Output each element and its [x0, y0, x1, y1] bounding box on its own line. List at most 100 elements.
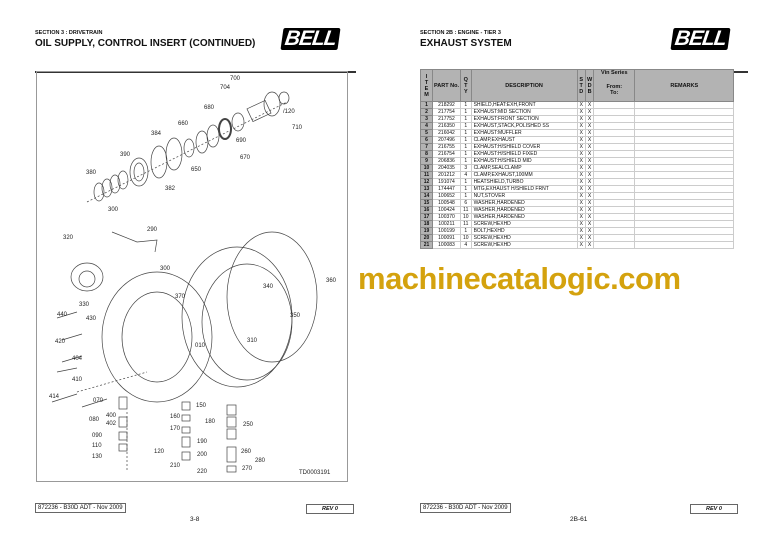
part-callout: 414: [49, 394, 60, 400]
part-callout: 170: [170, 426, 181, 432]
cell-wdb: X: [584, 108, 595, 116]
cell-desc: SHIELD,HEAT:EXH,FRONT: [470, 101, 578, 109]
bell-logo: BELL: [280, 27, 341, 50]
part-callout: 440: [57, 312, 68, 318]
cell-item: 16: [420, 206, 433, 214]
cell-qty: 1: [460, 192, 472, 200]
cell-item: 19: [420, 227, 433, 235]
cell-empty: [593, 115, 636, 123]
cell-empty: [593, 101, 636, 109]
part-callout: 670: [240, 155, 251, 161]
part-callout: 150: [196, 403, 207, 409]
cell-wdb: X: [584, 234, 595, 242]
col-vin-series: Vin Series From: To:: [593, 69, 636, 102]
part-callout: 370: [175, 294, 186, 300]
cell-part: 100091: [432, 234, 461, 242]
cell-desc: EXHAUST:FRONT SECTION: [470, 115, 578, 123]
cell-empty: [593, 227, 636, 235]
cell-empty: [634, 234, 735, 242]
cell-std: X: [576, 101, 586, 109]
cell-std: X: [576, 157, 586, 165]
part-callout: /120: [283, 109, 295, 115]
cell-empty: [593, 122, 636, 130]
cell-part: 100652: [432, 192, 461, 200]
cell-item: 6: [420, 136, 433, 144]
part-callout: 410: [72, 377, 83, 383]
cell-wdb: X: [584, 129, 595, 137]
drawing-reference: TD0003191: [299, 470, 331, 476]
cell-std: X: [576, 136, 586, 144]
cell-empty: [593, 171, 636, 179]
cell-empty: [593, 241, 636, 249]
part-callout: 270: [242, 466, 253, 472]
cell-qty: 10: [460, 234, 472, 242]
part-callout: 680: [204, 105, 215, 111]
cell-desc: EXHAUST,STACK,POLISHED SS: [470, 122, 578, 130]
page-title: EXHAUST SYSTEM: [420, 38, 512, 49]
part-callout: 210: [170, 463, 181, 469]
cell-qty: 1: [460, 150, 472, 158]
cell-desc: MTG,EXHAUST H/SHIELD FRNT: [470, 185, 578, 193]
cell-desc: EXHAUST:H/SHIELD COVER: [470, 143, 578, 151]
cell-item: 20: [420, 234, 433, 242]
cell-part: 216755: [432, 143, 461, 151]
cell-item: 12: [420, 178, 433, 186]
cell-std: X: [576, 213, 586, 221]
cell-wdb: X: [584, 122, 595, 130]
part-callout: 090: [92, 433, 103, 439]
part-callout: 400: [106, 413, 117, 419]
cell-std: X: [576, 199, 586, 207]
footer-document-id: 872236 - B30D ADT - Nov 2009: [35, 503, 126, 513]
cell-std: X: [576, 206, 586, 214]
revision-badge: REV 0: [306, 504, 354, 514]
cell-desc: NUT,STOVER: [470, 192, 578, 200]
cell-wdb: X: [584, 136, 595, 144]
cell-item: 4: [420, 122, 433, 130]
cell-empty: [593, 143, 636, 151]
cell-part: 206836: [432, 157, 461, 165]
cell-wdb: X: [584, 150, 595, 158]
cell-empty: [593, 213, 636, 221]
col-std: S T D: [576, 69, 586, 102]
part-callout: 280: [255, 458, 266, 464]
cell-empty: [634, 192, 735, 200]
cell-part: 100211: [432, 220, 461, 228]
part-callout: 402: [106, 421, 117, 427]
part-callout: 390: [120, 152, 131, 158]
watermark: machinecatalogic.com: [358, 261, 681, 296]
cell-part: 100370: [432, 213, 461, 221]
cell-empty: [634, 150, 735, 158]
cell-empty: [634, 178, 735, 186]
diagram-drawing: [51, 91, 318, 473]
cell-part: 217752: [432, 115, 461, 123]
cell-empty: [593, 136, 636, 144]
cell-empty: [634, 164, 735, 172]
cell-empty: [593, 185, 636, 193]
cell-part: 100199: [432, 227, 461, 235]
cell-empty: [634, 171, 735, 179]
part-callout: 120: [154, 449, 165, 455]
cell-empty: [634, 199, 735, 207]
part-callout: 110: [92, 443, 102, 449]
cell-desc: HEATSHIELD,TURBO: [470, 178, 578, 186]
cell-empty: [634, 206, 735, 214]
cell-wdb: X: [584, 192, 595, 200]
cell-qty: 1: [460, 143, 472, 151]
exploded-parts-diagram: 700 704 680 /120 660 710 384 690 390 670…: [36, 71, 348, 482]
cell-qty: 3: [460, 164, 472, 172]
cell-empty: [593, 192, 636, 200]
part-callout: 180: [205, 419, 216, 425]
cell-empty: [634, 213, 735, 221]
cell-desc: WASHER,HARDENED: [470, 213, 578, 221]
cell-wdb: X: [584, 199, 595, 207]
cell-empty: [634, 101, 735, 109]
